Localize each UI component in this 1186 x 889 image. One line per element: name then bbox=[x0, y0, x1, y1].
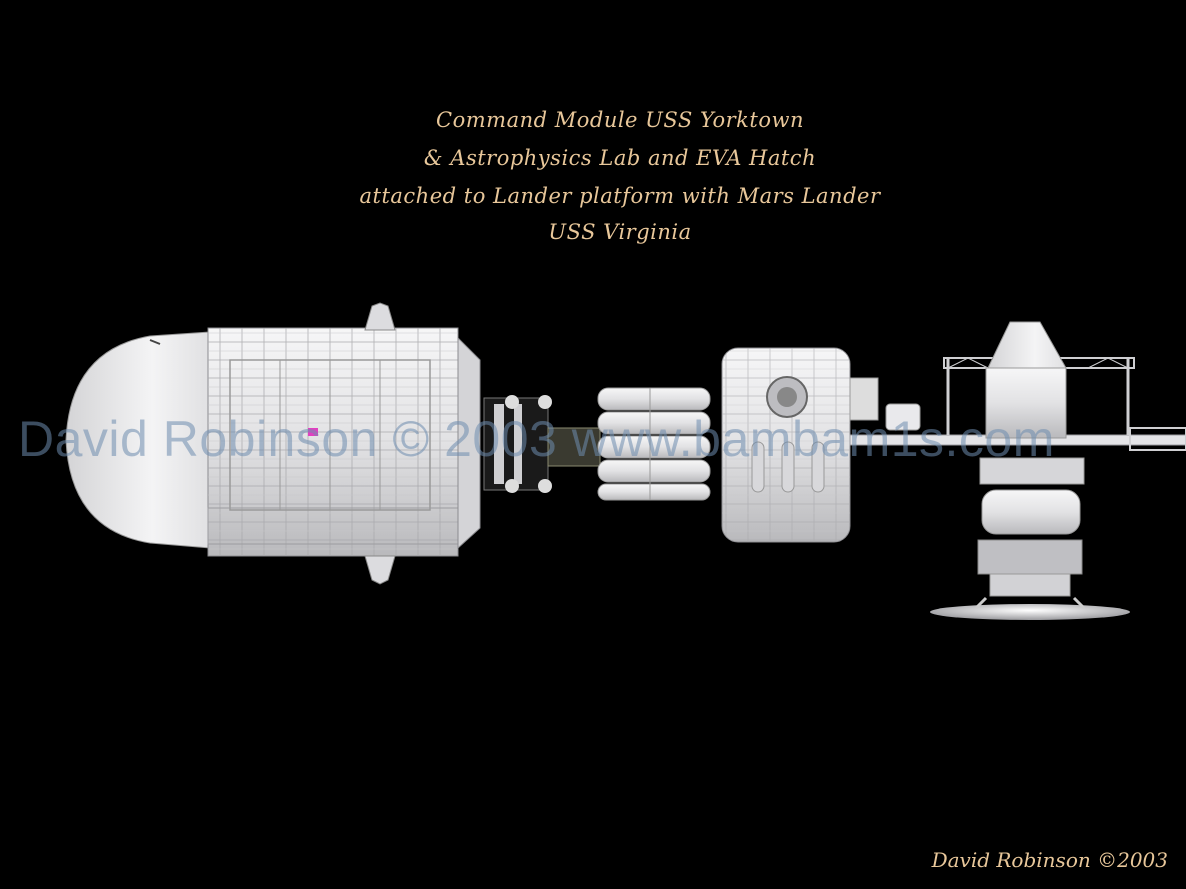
command-module-body bbox=[207, 302, 481, 585]
eva-hatch-section bbox=[483, 395, 601, 493]
lander-platform-hub bbox=[721, 347, 879, 543]
astrophysics-lab-tanks bbox=[597, 387, 711, 501]
caption-line-1: Command Module USS Yorktown bbox=[436, 108, 804, 132]
caption-line-3: attached to Lander platform with Mars La… bbox=[359, 184, 881, 208]
caption-line-4: USS Virginia bbox=[548, 220, 692, 244]
caption-line-2: & Astrophysics Lab and EVA Hatch bbox=[423, 146, 817, 170]
artist-signature: David Robinson ©2003 bbox=[931, 848, 1168, 872]
command-module-nose bbox=[65, 331, 211, 549]
mars-lander bbox=[930, 321, 1130, 620]
